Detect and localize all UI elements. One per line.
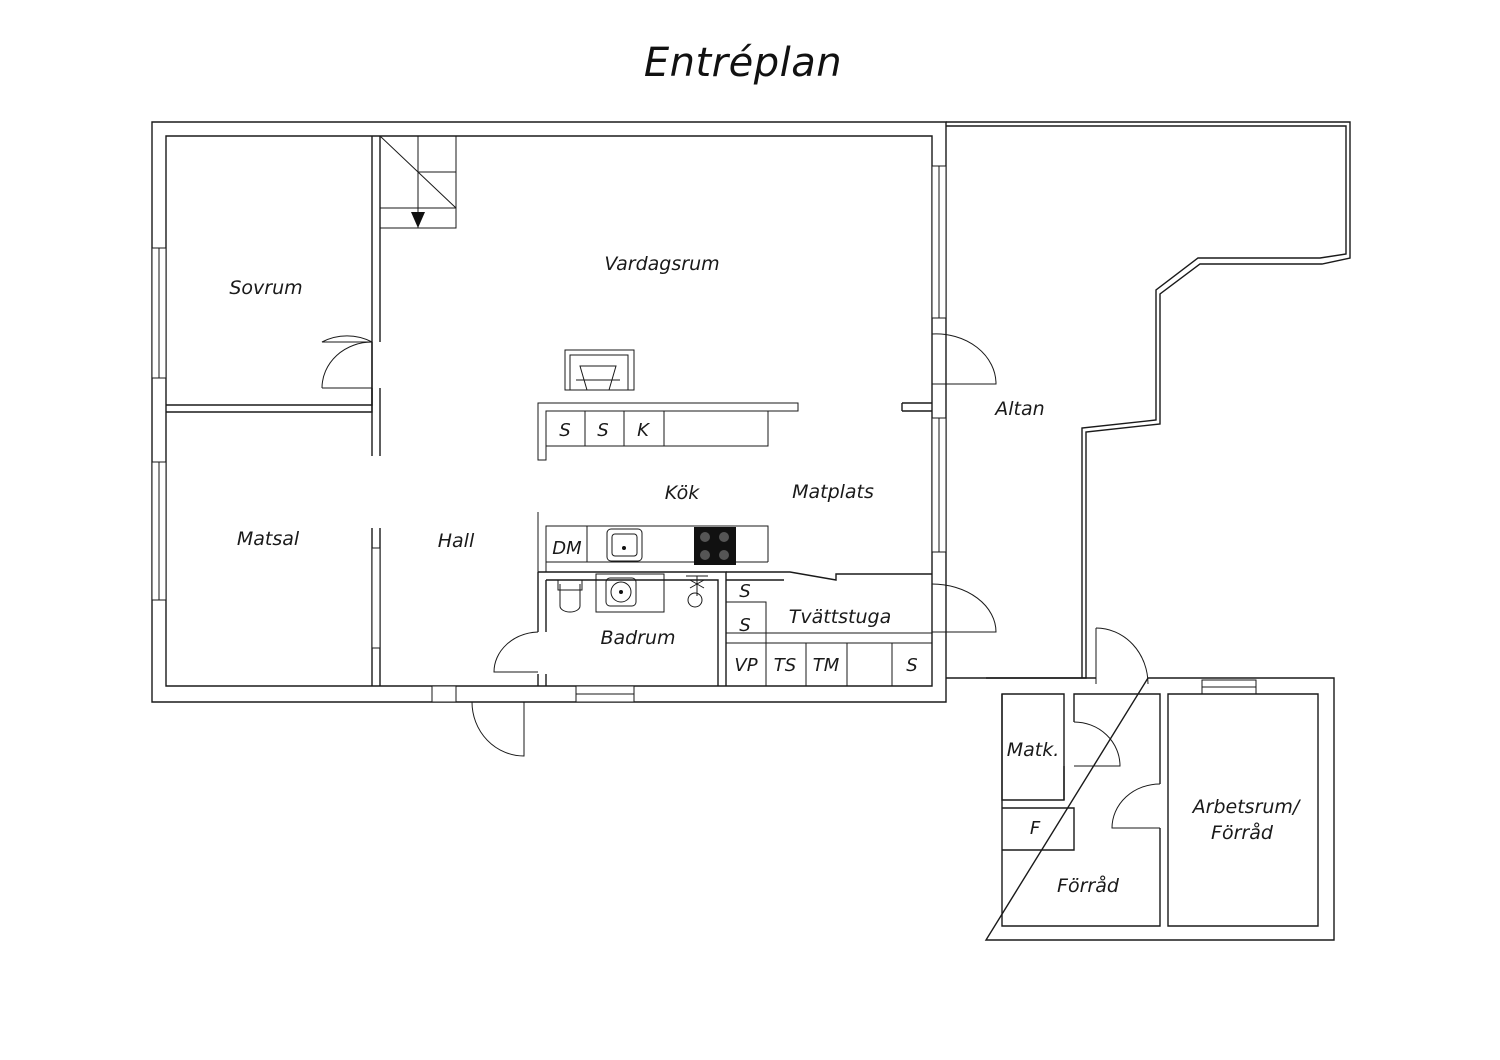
- label-vardagsrum: Vardagsrum: [604, 253, 719, 275]
- label-f: F: [1030, 818, 1041, 839]
- windows: [151, 165, 1257, 703]
- label-s-3: S: [739, 581, 750, 602]
- label-dm: DM: [552, 538, 582, 559]
- bathroom-fixtures: [557, 573, 708, 613]
- label-vp: VP: [734, 655, 757, 676]
- label-matk: Matk.: [1007, 739, 1060, 761]
- label-arbetsrum-line2: Förråd: [1211, 821, 1274, 844]
- label-s-5: S: [906, 655, 917, 676]
- doors: [321, 333, 1161, 829]
- label-sovrum: Sovrum: [229, 277, 302, 299]
- fixture-labels: S S K DM S S VP TS TM S F: [552, 420, 1041, 839]
- label-matsal: Matsal: [237, 528, 300, 550]
- label-k: K: [637, 420, 650, 441]
- label-s-2: S: [597, 420, 608, 441]
- label-kok: Kök: [665, 482, 700, 504]
- label-tm: TM: [813, 655, 840, 676]
- label-hall: Hall: [438, 530, 475, 552]
- altan-outline: [946, 121, 1351, 679]
- label-tvattstuga: Tvättstuga: [789, 606, 892, 628]
- label-s-4: S: [739, 615, 750, 636]
- label-matplats: Matplats: [792, 481, 874, 503]
- outbuilding-walls: [984, 677, 1335, 941]
- kitchen-fixtures: [606, 527, 736, 565]
- label-altan: Altan: [993, 398, 1044, 420]
- label-badrum: Badrum: [600, 627, 675, 649]
- room-labels: Sovrum Vardagsrum Matsal Hall Kök Matpla…: [229, 253, 1302, 897]
- label-s-1: S: [559, 420, 570, 441]
- label-forrad: Förråd: [1057, 874, 1120, 897]
- plan-title: Entréplan: [643, 40, 843, 86]
- label-ts: TS: [774, 655, 796, 676]
- label-arbetsrum-line1: Arbetsrum/: [1191, 796, 1302, 818]
